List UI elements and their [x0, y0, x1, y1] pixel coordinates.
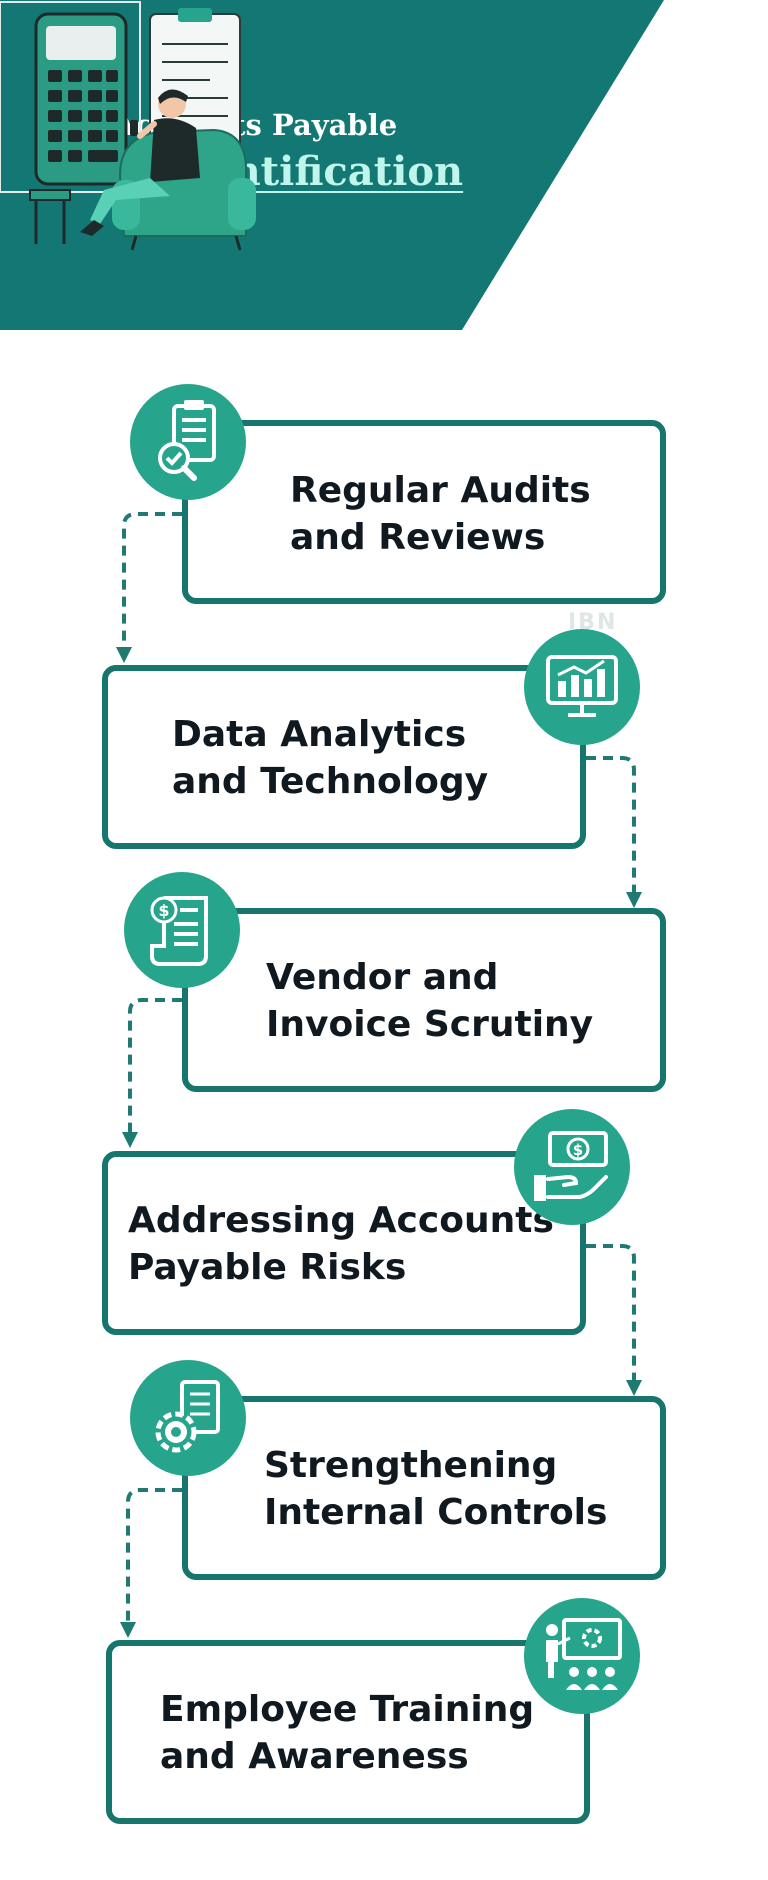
step-3-label: Vendor and Invoice Scrutiny — [266, 957, 594, 1045]
svg-text:$: $ — [573, 1141, 583, 1159]
step-card-3 — [182, 908, 666, 1092]
analytics-monitor-icon — [546, 655, 618, 717]
step-1-label: Regular Audits and Reviews — [290, 470, 591, 558]
step-card-5 — [182, 1396, 666, 1580]
svg-text:$: $ — [158, 901, 169, 920]
training-board-icon — [546, 1618, 622, 1690]
clipboard-search-icon — [158, 400, 216, 481]
step-card-1 — [182, 420, 666, 604]
connector-5-6 — [120, 1488, 182, 1638]
step-6-badge — [524, 1598, 640, 1714]
step-1-badge — [130, 384, 246, 500]
step-2-badge — [524, 629, 640, 745]
step-6-label: Employee Training and Awareness — [160, 1689, 535, 1777]
connector-1-2 — [116, 512, 182, 663]
step-card-6 — [106, 1640, 590, 1824]
step-5-badge — [130, 1360, 246, 1476]
money-hand-icon: $ — [534, 1131, 608, 1201]
step-3-badge: $ — [124, 872, 240, 988]
gear-document-icon — [155, 1380, 220, 1453]
invoice-dollar-icon: $ — [150, 896, 208, 966]
connector-3-4 — [122, 998, 182, 1148]
step-card-2 — [102, 665, 586, 849]
header-banner: Accounts Payable Risk Identification — [0, 0, 768, 330]
step-4-badge: $ — [514, 1109, 630, 1225]
step-4-label: Addressing Accounts Payable Risks — [128, 1200, 554, 1288]
connector-4-5 — [586, 1244, 642, 1396]
step-card-4 — [102, 1151, 586, 1335]
step-2-label: Data Analytics and Technology — [172, 714, 489, 802]
step-5-label: Strengthening Internal Controls — [264, 1445, 608, 1533]
accountant-illustration — [0, 1, 256, 251]
connector-2-3 — [586, 756, 642, 908]
